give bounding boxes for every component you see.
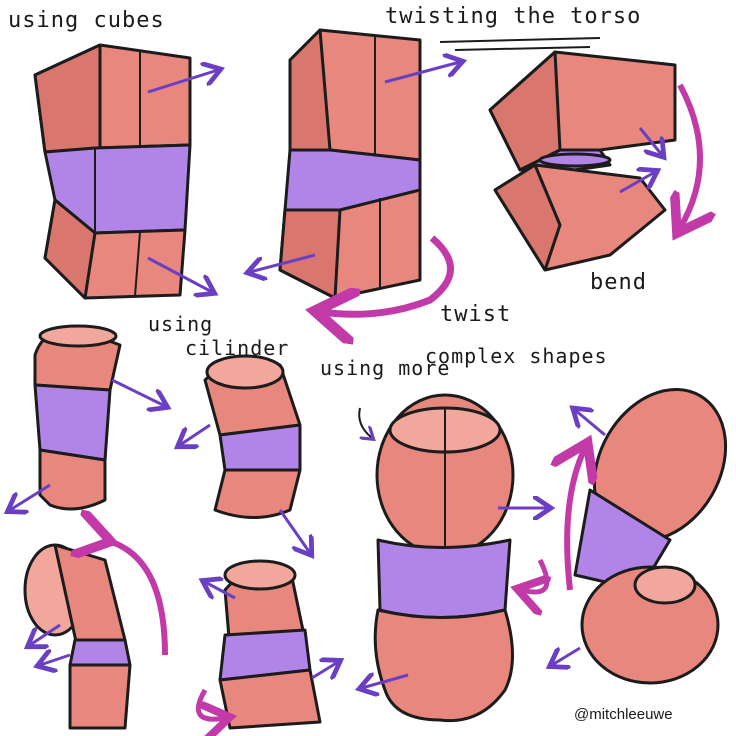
pointer-arrow [358, 407, 372, 438]
arrow-complex-bend-curve [567, 448, 585, 591]
cube-torso-straight [33, 43, 192, 300]
title-underline-1 [439, 37, 601, 43]
label-using: using [148, 312, 214, 336]
cube-torso-bend [488, 50, 677, 272]
complex-torso-bend [573, 388, 728, 685]
label-cilinder: cilinder [185, 336, 290, 360]
arrow-cyl-twist-curve [195, 688, 225, 719]
arrow-cyl-right-top [180, 423, 211, 445]
arrow-cyl-twist-bottom [311, 662, 338, 678]
arrow-bend-curve [680, 83, 700, 228]
label-using-cubes: using cubes [8, 8, 165, 33]
arrow-twist-top [384, 62, 460, 84]
arrow-complex-bend-top [575, 410, 606, 437]
arrow-cyl-bend-curve [105, 540, 168, 656]
arrow-cube-bottom [147, 256, 212, 292]
label-bend: bend [590, 270, 647, 295]
arrow-complex-bend-bottom [552, 646, 581, 665]
arrow-cyl-bend-bottom [40, 655, 71, 665]
cylinder-bend-left [23, 543, 132, 730]
label-twisting-torso: twisting the torso [385, 4, 642, 29]
label-using-more: using more [320, 356, 451, 380]
arrow-cyl-bend-top [30, 623, 61, 645]
title-underline-2 [454, 46, 591, 51]
arrow-cyl-twist-top [205, 582, 236, 598]
label-twist: twist [440, 302, 512, 327]
arrow-complex-bottom [362, 675, 409, 688]
arrow-cyl-left-top [111, 378, 165, 406]
arrow-cyl-left-bottom [10, 483, 51, 510]
arrow-bend-top [638, 127, 662, 155]
cylinder-twist-middle [218, 559, 322, 730]
complex-torso-front [373, 393, 515, 723]
arrow-cube-top [147, 70, 218, 94]
label-complex-shapes: complex shapes [425, 344, 608, 368]
arrow-bend-bottom [619, 172, 655, 194]
cylinder-torso-right [203, 354, 302, 519]
arrow-complex-curve [522, 558, 547, 592]
signature: @mitchleeuwe [574, 706, 673, 723]
cylinder-torso-left [33, 324, 122, 511]
arrow-twist-curve [322, 235, 454, 314]
arrow-cyl-right-bottom [278, 509, 310, 553]
cube-torso-twist [278, 28, 422, 300]
arrow-twist-bottom [250, 253, 316, 272]
